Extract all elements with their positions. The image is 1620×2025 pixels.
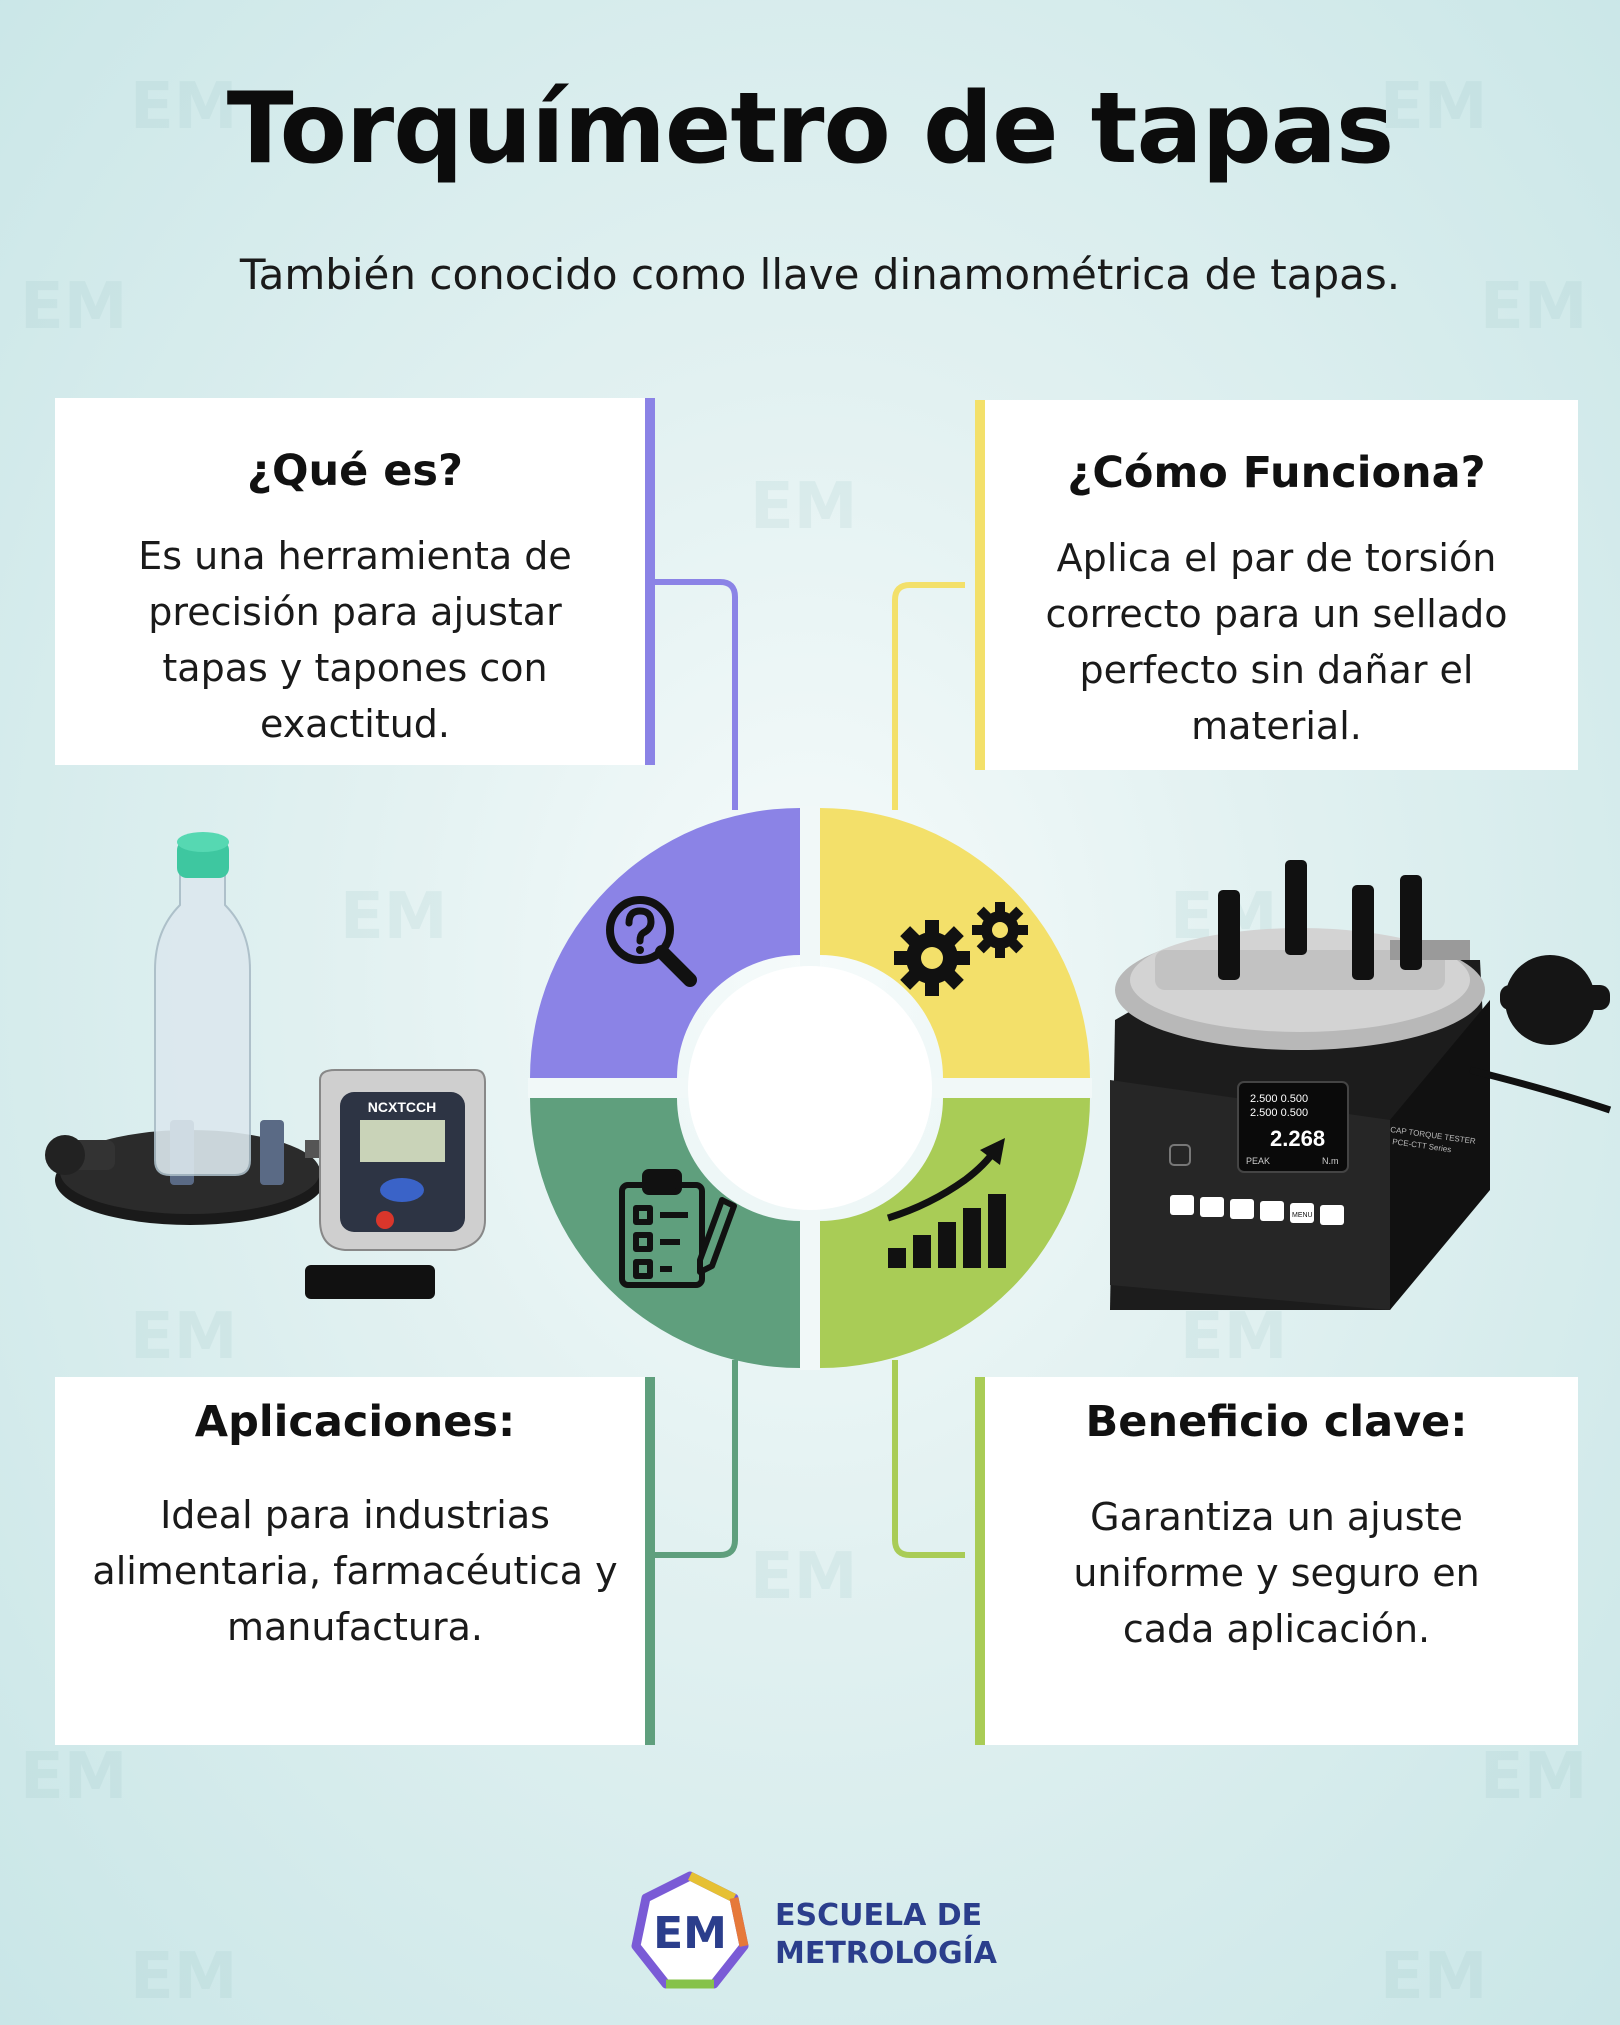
keypad-menu-label: MENU: [1292, 1212, 1313, 1219]
watermark-em: EM: [340, 880, 448, 954]
card-beneficio-clave: Beneficio clave: Garantiza un ajuste uni…: [975, 1377, 1578, 1745]
escuela-logo-mark: EM: [631, 1871, 749, 1989]
bottle-torque-tester-image: NCXTCCH: [45, 832, 486, 1299]
connector-green-dark: [655, 1360, 738, 1558]
page-title: Torquímetro de tapas: [226, 72, 1395, 186]
connector-purple: [655, 579, 738, 810]
card-text: Ideal para industrias alimentaria, farma…: [92, 1493, 618, 1649]
watermark-em: EM: [1480, 1740, 1588, 1814]
connector-yellow: [892, 582, 965, 810]
display-reading: 2.268: [1270, 1126, 1325, 1151]
card-text: Garantiza un ajuste uniforme y seguro en…: [1073, 1495, 1480, 1651]
display-row2: 2.500 0.500: [1250, 1107, 1308, 1119]
tester-display: [1237, 1081, 1349, 1173]
watermark-em: EM: [130, 70, 238, 144]
gears-icon: [894, 902, 1028, 996]
page-subtitle: También conocido como llave dinamométric…: [239, 250, 1401, 299]
card-que-es: ¿Qué es? Es una herramienta de precisión…: [55, 398, 655, 765]
watermark-em: EM: [130, 1300, 238, 1374]
card-como-funciona: ¿Cómo Funciona? Aplica el par de torsión…: [975, 400, 1578, 770]
watermark-em: EM: [750, 1540, 858, 1614]
card-accent-yellow: [975, 400, 985, 770]
watermark-em: EM: [20, 270, 128, 344]
quadrant-green-dark: [530, 1098, 800, 1368]
card-text: Aplica el par de torsión correcto para u…: [1045, 536, 1508, 748]
card-accent-purple: [645, 398, 655, 765]
growth-chart-icon: [886, 1138, 1006, 1268]
watermark-em: EM: [1480, 270, 1588, 344]
card-aplicaciones: Aplicaciones: Ideal para industrias alim…: [55, 1377, 655, 1745]
question-magnifier-icon: [606, 896, 697, 987]
brand-label: NCXTCCH: [368, 1099, 436, 1115]
display-row1: 2.500 0.500: [1250, 1093, 1308, 1105]
water-bottle: [154, 874, 251, 1176]
tester-handle: [305, 1265, 435, 1299]
escuela-logo-text: ESCUELA DE METROLOGÍA: [775, 1898, 997, 1971]
card-accent-green-dark: [645, 1377, 655, 1745]
card-heading: ¿Qué es?: [247, 446, 463, 496]
watermark-em: EM: [1380, 1940, 1488, 2014]
tester-screen: [360, 1120, 445, 1162]
power-button-icon: [1169, 1144, 1191, 1166]
tester-keypad: [1170, 1195, 1344, 1225]
watermark-em: EM: [20, 1740, 128, 1814]
card-heading: Aplicaciones:: [194, 1397, 516, 1447]
card-heading: Beneficio clave:: [1085, 1397, 1468, 1447]
display-unit: N.m: [1322, 1156, 1339, 1166]
watermark-em: EM: [1180, 1300, 1288, 1374]
watermark-em: EM: [750, 470, 858, 544]
cap-torque-tester-image: 2.500 0.500 2.500 0.500 2.268 PEAK N.m C…: [1110, 860, 1612, 1310]
card-heading: ¿Cómo Funciona?: [1067, 448, 1486, 498]
wheel-center: [688, 966, 932, 1210]
card-accent-green-light: [975, 1377, 985, 1745]
connector-green-light: [892, 1360, 965, 1558]
logo-mark-text: EM: [653, 1908, 727, 1959]
watermark-em: EM: [130, 1940, 238, 2014]
watermark-em: EM: [1380, 70, 1488, 144]
clipboard-checklist-icon: [619, 1169, 737, 1288]
display-peak: PEAK: [1246, 1156, 1270, 1166]
card-text: Es una herramienta de precisión para aju…: [138, 534, 572, 746]
